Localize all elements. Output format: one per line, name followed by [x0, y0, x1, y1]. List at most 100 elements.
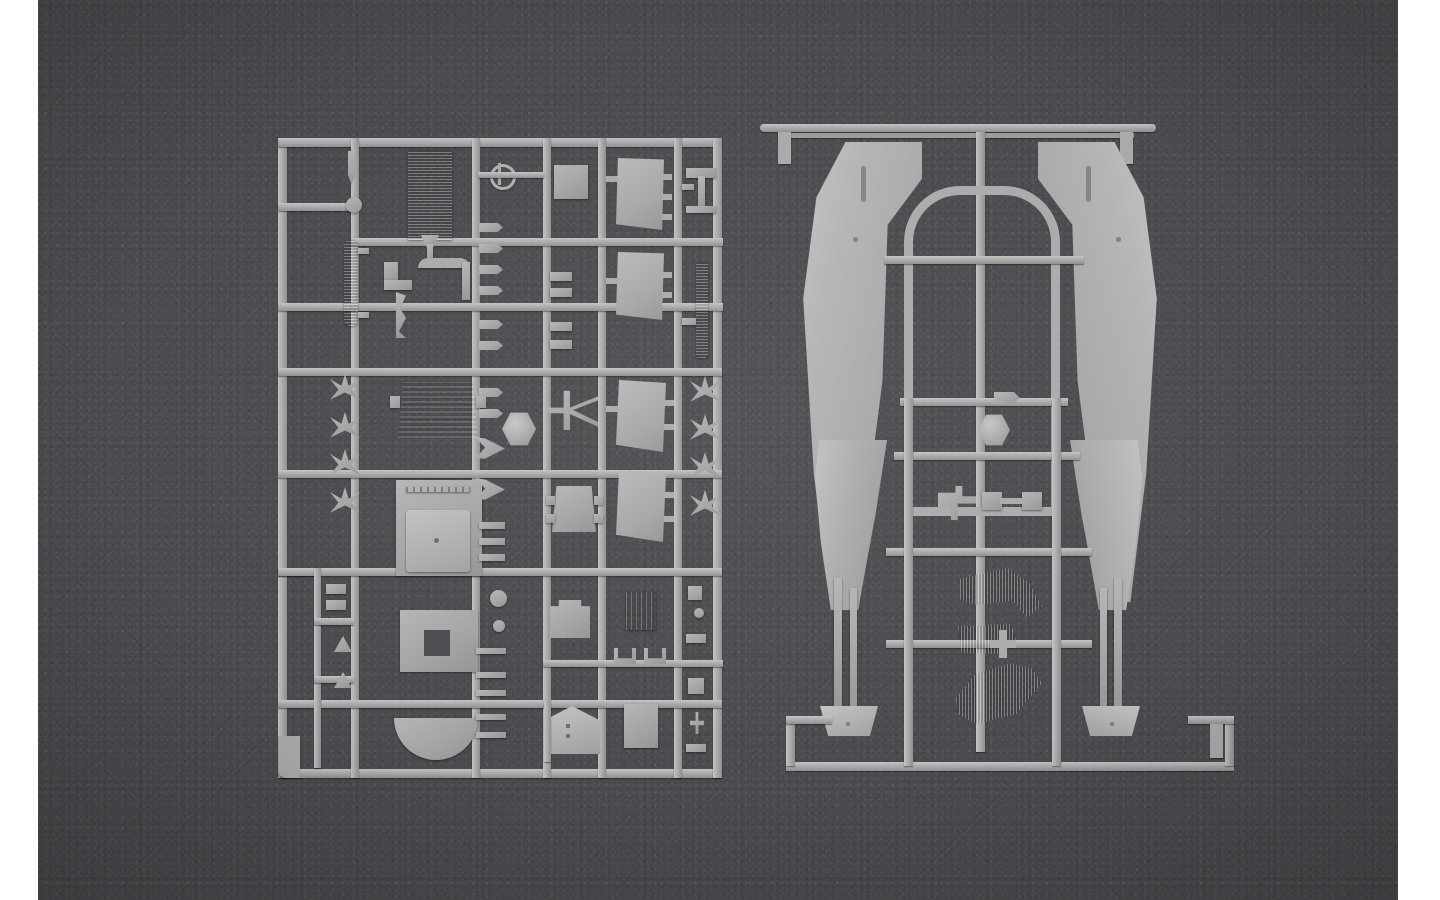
- part-gear-door-1: [616, 158, 664, 230]
- part-deck-plate-lug-l2: [546, 514, 555, 523]
- part-pitot-c: [479, 554, 505, 561]
- right-white-border: [1398, 0, 1440, 900]
- part-tiny-block-a: [688, 586, 702, 600]
- sprue-right-cross-rail-1: [884, 256, 1084, 264]
- photograph-vignette: [38, 0, 1398, 900]
- part-small-slab-a: [626, 592, 656, 630]
- part-gear-bay-right-dot: [1110, 722, 1114, 726]
- part-gear-door-3-nub-b: [664, 424, 674, 430]
- sprue-right-bottom-rail-right-arm: [1188, 716, 1234, 724]
- part-bracket-pair-d: [550, 340, 572, 349]
- part-gear-door-2-nub-b: [662, 292, 672, 298]
- sprue-right-bottom-rail-left-up: [786, 716, 795, 766]
- sprue-right-top-rail-shadow: [778, 133, 1134, 138]
- part-linkage-arm-a: [994, 392, 1020, 404]
- part-gear-door-2: [616, 252, 664, 320]
- sprue-left-rail-h6: [278, 470, 722, 478]
- sprue-left-rail-h7: [278, 568, 722, 576]
- sprue-right-top-rail: [760, 124, 1156, 132]
- sprue-left-branch-h1: [314, 618, 354, 625]
- part-windscreen-detail-1: [566, 724, 570, 728]
- part-tub-detail-dot: [434, 538, 439, 543]
- part-bent-hose: [384, 280, 412, 290]
- part-curved-arm: [418, 258, 470, 268]
- part-linkage-rod: [1000, 498, 1026, 504]
- part-deck-plate-lug-r2: [594, 514, 603, 523]
- part-tail-strut-foot: [686, 206, 716, 213]
- sprue-left-outer-rail-top: [278, 138, 722, 147]
- sprue-right-cross-rail-2: [900, 398, 1068, 406]
- part-bracket-pair-c: [550, 322, 572, 331]
- part-bulkhead: [550, 600, 590, 638]
- sprue-left-branch-v: [314, 568, 321, 768]
- part-gear-door-4: [616, 470, 666, 542]
- part-linkage-block-a: [982, 492, 1002, 510]
- part-gear-door-3-nub-a: [664, 400, 674, 406]
- part-landing-gear-leg-left: [834, 578, 842, 718]
- part-cockpit-floor: [398, 382, 478, 438]
- part-bracket-pair-b: [550, 288, 572, 297]
- part-gear-door-3: [616, 380, 666, 452]
- part-gear-door-1-nub-c: [662, 214, 672, 220]
- part-oil-cooler-tube: [344, 240, 358, 326]
- part-radiator-outlet: [421, 235, 439, 247]
- part-gear-door-1-gate: [606, 176, 618, 182]
- sprue-left: [38, 0, 1398, 900]
- left-white-border: [0, 0, 38, 900]
- sprue-right-arch-frame: [904, 186, 1060, 516]
- part-rod-e: [476, 732, 506, 738]
- part-wing-half-left-dot: [853, 237, 858, 242]
- part-landing-gear-leg-right: [1114, 578, 1122, 718]
- part-cockpit-floor-tab-r: [476, 396, 486, 408]
- part-tiny-block-c: [686, 634, 706, 643]
- part-tail-strut-leg: [698, 176, 705, 210]
- part-small-slab-b: [624, 704, 658, 748]
- part-tiny-block-b: [694, 608, 704, 618]
- part-bracket-pair-a: [550, 272, 572, 281]
- sprue-left-corner-bl: [278, 736, 300, 778]
- part-wing-half-right-slot: [1086, 166, 1091, 202]
- part-tail-strut-gate: [682, 184, 694, 190]
- part-rod-a: [476, 648, 506, 654]
- part-deck-plate: [552, 486, 596, 532]
- sprue-right-cross-rail-5: [886, 640, 1092, 648]
- sprue-left-pin-gate: [478, 172, 544, 178]
- part-gear-door-3-gate: [606, 406, 618, 412]
- part-gear-door-4-nub-b: [664, 516, 674, 522]
- sprue-right-runner-v-left: [904, 718, 913, 766]
- sprue-left-rail-h4: [351, 303, 723, 311]
- part-long-spar: [696, 262, 708, 358]
- sprue-left-windscreen-stem: [544, 700, 551, 762]
- sprue-left-rail-h5: [278, 368, 722, 376]
- part-ribbed-radiator-core: [408, 150, 452, 240]
- sprue-right-bottom-rail-right-up: [1225, 716, 1234, 766]
- sprue-left-outer-rail-right: [713, 138, 722, 778]
- part-rod-c: [476, 690, 506, 696]
- sprue-left-rail-h3: [278, 303, 356, 311]
- part-tube-mount-b: [358, 312, 369, 318]
- sprue-right-top-tab-left: [778, 132, 791, 164]
- sprue-left-outer-rail-left-lower: [278, 568, 287, 778]
- part-exhaust-stack-5: [479, 320, 503, 329]
- part-deck-plate-lug-l: [546, 496, 555, 505]
- sprue-right-side-rail-right: [1052, 398, 1061, 718]
- part-landing-gear-leg-left-2: [850, 588, 857, 718]
- sprue-left-rail-v5: [674, 138, 682, 778]
- part-wavy-duct: [396, 292, 406, 338]
- part-exhaust-stack-6: [479, 341, 503, 350]
- part-exhaust-stack-1: [479, 223, 503, 232]
- part-landing-gear-leg-right-2: [1100, 588, 1107, 718]
- sprue-left-rail-v4: [598, 138, 606, 778]
- sprue-left-rail-h8: [278, 700, 722, 708]
- part-tub-topstrip: [406, 487, 470, 492]
- part-cockpit-floor-tab-l: [390, 396, 400, 408]
- sprue-right-side-rail-left: [904, 398, 913, 718]
- part-linkage-block-b: [1022, 492, 1042, 510]
- sprue-right-centre-spine: [976, 132, 985, 752]
- part-hose-bracket: [384, 262, 398, 280]
- part-exhaust-stack-7: [479, 388, 503, 397]
- part-prop-hub-cross-v: [999, 630, 1007, 658]
- sprue-right-bottom-rail: [786, 762, 1234, 771]
- part-gear-door-4-nub-a: [664, 492, 674, 498]
- part-pitot-a: [479, 522, 505, 529]
